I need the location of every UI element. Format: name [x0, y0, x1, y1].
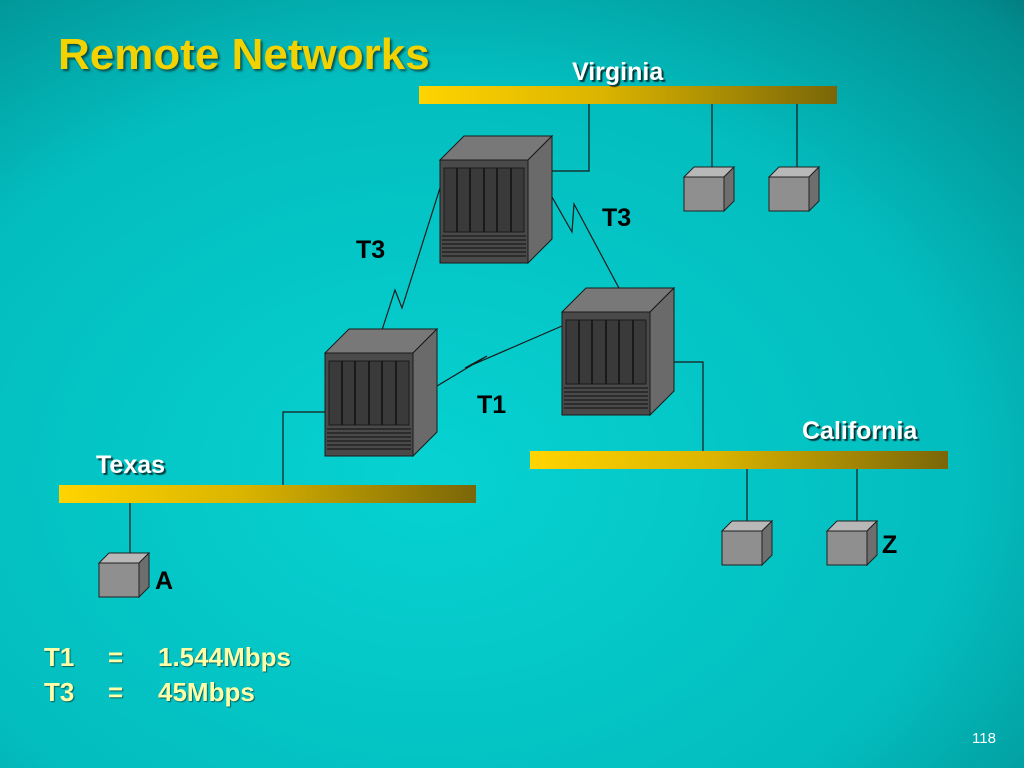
t1-link-texas-california	[436, 325, 563, 387]
california-router-drop	[673, 361, 704, 451]
legend-t3-name: T3	[44, 677, 75, 707]
legend-t1-name: T1	[44, 642, 75, 672]
lan-connections	[129, 104, 858, 553]
texas-segment	[59, 485, 476, 503]
texas-router-icon	[324, 328, 438, 457]
texas-host-icon	[98, 552, 150, 598]
virginia-router-icon	[439, 135, 553, 264]
t3-link-virginia-california	[551, 196, 621, 291]
virginia-router-drop	[552, 104, 590, 172]
link-label-virginia-california: T3	[602, 204, 632, 232]
wan-links	[381, 187, 621, 387]
california-host-2-icon	[826, 520, 878, 566]
california-host-1-icon	[721, 520, 773, 566]
link-label-virginia-texas: T3	[356, 236, 386, 264]
legend-t1-equals: =	[108, 642, 124, 672]
site-label-texas: Texas	[96, 451, 166, 479]
host-label-z: Z	[882, 531, 898, 559]
legend-t3-equals: =	[108, 677, 124, 707]
host-label-a: A	[155, 567, 174, 595]
site-label-virginia: Virginia	[572, 58, 664, 86]
virginia-host-2-icon	[768, 166, 820, 212]
site-label-california: California	[802, 417, 918, 445]
virginia-host-1-icon	[683, 166, 735, 212]
virginia-segment	[419, 86, 837, 104]
california-router-icon	[561, 287, 675, 416]
page-title: Remote Networks	[58, 30, 430, 79]
legend-t3-value: 45Mbps	[158, 677, 255, 707]
texas-router-drop	[282, 411, 325, 485]
california-segment	[530, 451, 948, 469]
page-number: 118	[972, 730, 996, 747]
t3-link-virginia-texas	[381, 187, 441, 331]
legend-t1-value: 1.544Mbps	[158, 642, 291, 672]
link-label-texas-california: T1	[477, 391, 507, 419]
